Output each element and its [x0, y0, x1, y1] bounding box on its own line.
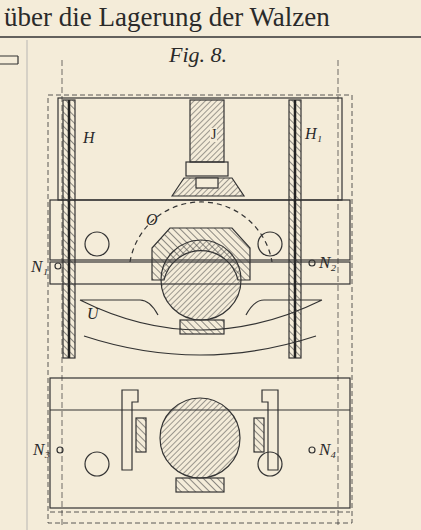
- part-label: N₂: [318, 254, 337, 271]
- column: [63, 100, 75, 358]
- yoke: [80, 300, 322, 330]
- screw-head: [186, 162, 228, 176]
- header-rule: [0, 36, 421, 38]
- side-shell: [254, 418, 264, 452]
- bearing-shell: [180, 320, 224, 334]
- centre-line: [62, 60, 63, 528]
- bearing-shell: [176, 478, 224, 492]
- part-label: O: [145, 212, 159, 228]
- figure-number: Fig. 8.: [168, 44, 228, 66]
- part-label: N₃: [32, 441, 51, 458]
- mark: [57, 447, 63, 453]
- bracket: [0, 56, 18, 64]
- lower-roll: [160, 398, 240, 478]
- upper-roll: [161, 240, 241, 320]
- side-shell: [136, 418, 146, 452]
- column: [289, 100, 301, 358]
- part-label: U: [86, 306, 100, 322]
- yoke: [84, 336, 316, 355]
- part-label: N₄: [318, 441, 337, 458]
- margin-line: [27, 40, 28, 530]
- wedge: [172, 178, 244, 196]
- screw: [190, 100, 224, 162]
- part-label: H₁: [304, 126, 323, 142]
- mark: [55, 263, 61, 269]
- part-label: N₁: [30, 258, 49, 275]
- part-label: H: [82, 130, 96, 146]
- frame-outline: [48, 95, 352, 523]
- mark: [309, 447, 315, 453]
- centre-line: [338, 60, 339, 528]
- bolt-hole: [85, 452, 109, 476]
- part-label: J: [210, 128, 217, 142]
- page-heading: über die Lagerung der Walzen: [4, 4, 330, 31]
- bolt-hole: [85, 232, 109, 256]
- lower-chock: [50, 378, 350, 508]
- mark: [309, 260, 315, 266]
